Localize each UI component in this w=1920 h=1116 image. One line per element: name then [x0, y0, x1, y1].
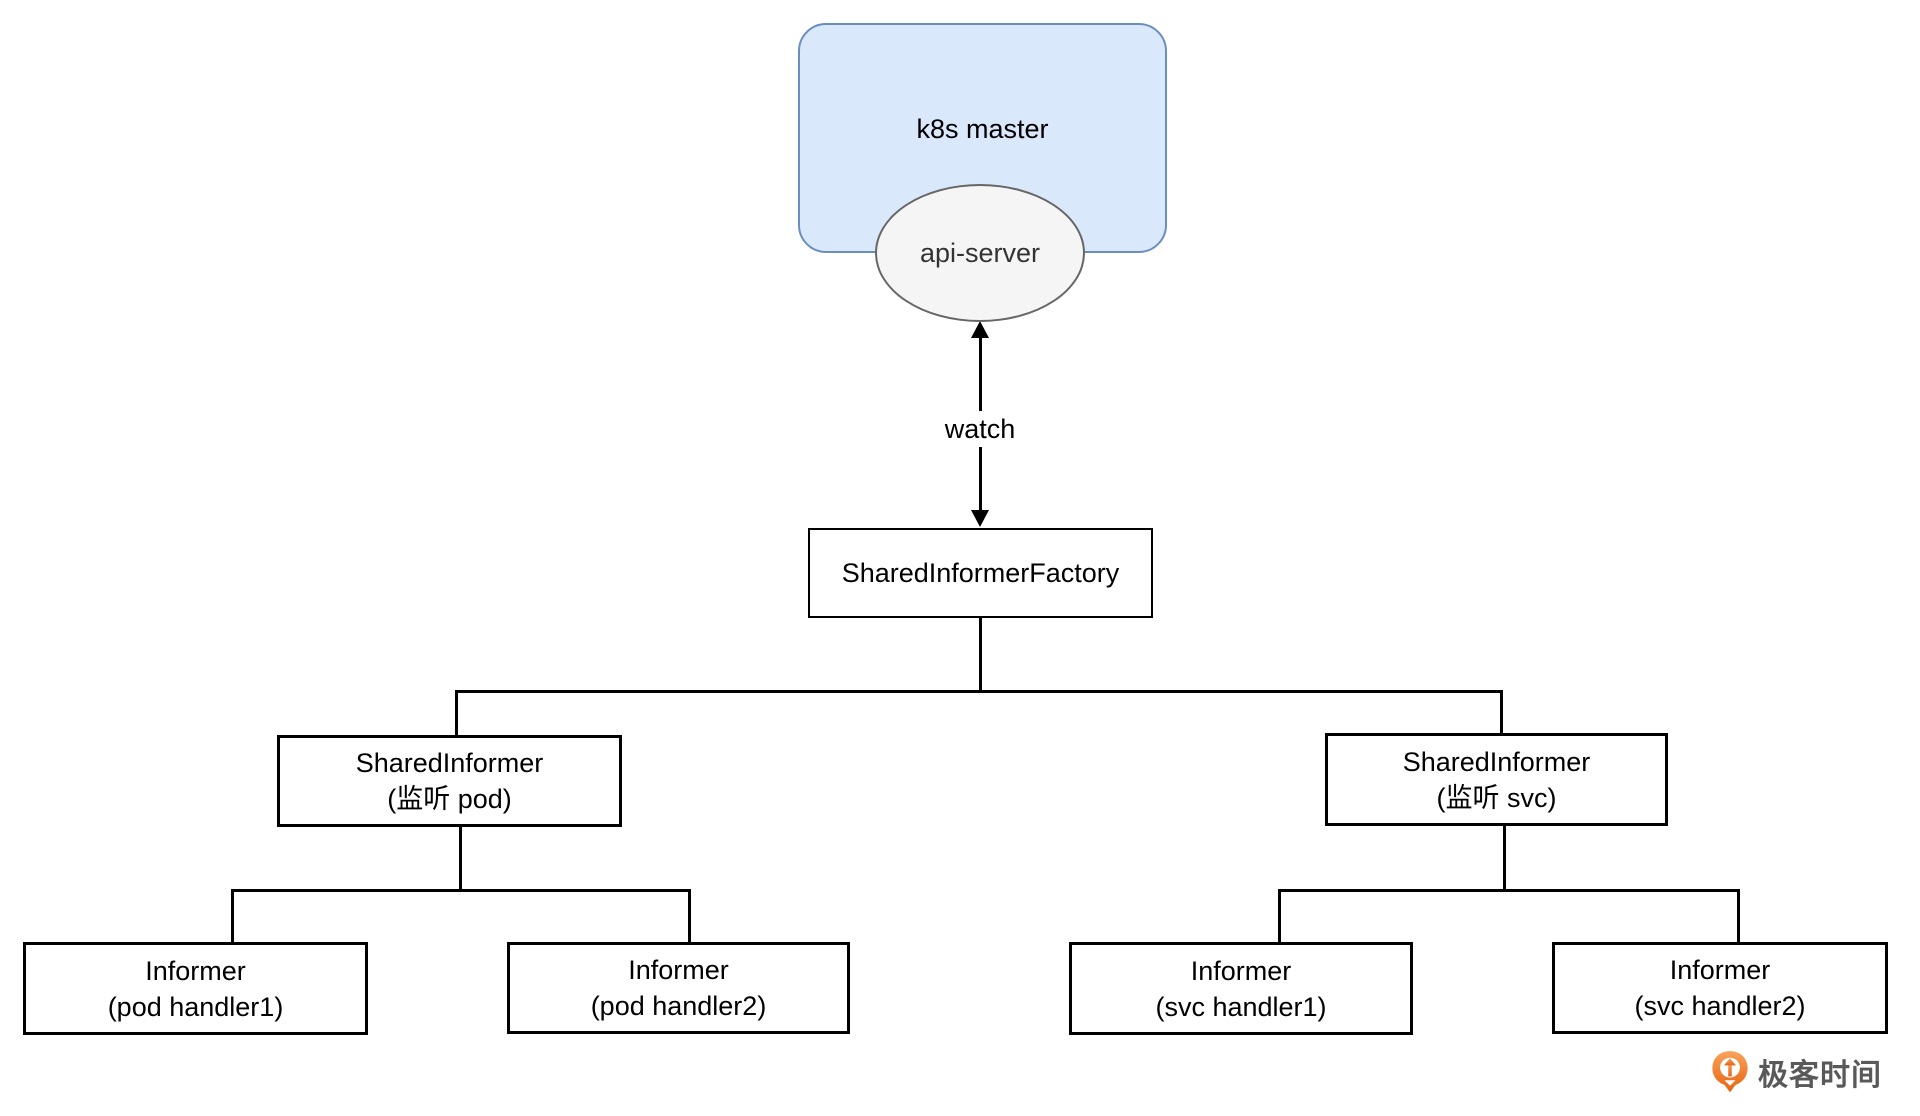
informer-pod1-line2: (pod handler1) [107, 991, 284, 1022]
connector-line [231, 889, 691, 892]
watch-edge-label: watch [935, 411, 1025, 447]
factory-label: SharedInformerFactory [841, 558, 1120, 588]
node-informer-pod-handler1: Informer (pod handler1) [23, 942, 368, 1035]
k8s-master-label: k8s master [916, 114, 1049, 144]
node-api-server: api-server [875, 184, 1085, 322]
connector-line [455, 690, 1503, 693]
node-shared-informer-pod: SharedInformer (监听 pod) [277, 735, 622, 827]
node-informer-svc-handler2: Informer (svc handler2) [1552, 942, 1888, 1034]
connector-line [455, 690, 458, 735]
informer-svc1-line2: (svc handler1) [1155, 991, 1327, 1022]
connector-line [979, 618, 982, 693]
connector-line [688, 889, 691, 942]
node-shared-informer-factory: SharedInformerFactory [808, 528, 1153, 618]
arrowhead-up-icon [971, 321, 989, 338]
node-shared-informer-svc: SharedInformer (监听 svc) [1325, 733, 1668, 826]
informer-svc2-line2: (svc handler2) [1634, 991, 1806, 1021]
geektime-logo: 极客时间 [1711, 1050, 1882, 1094]
shared-informer-pod-line2: (监听 pod) [387, 784, 512, 814]
node-informer-svc-handler1: Informer (svc handler1) [1069, 942, 1413, 1035]
geektime-pin-icon [1712, 1051, 1748, 1093]
shared-informer-pod-line1: SharedInformer [355, 748, 544, 778]
informer-svc2-line1: Informer [1669, 955, 1771, 985]
connector-line [1503, 826, 1506, 892]
geektime-logo-text: 极客时间 [1758, 1059, 1882, 1092]
informer-pod2-line2: (pod handler2) [590, 991, 767, 1021]
connector-line [231, 889, 234, 942]
connector-line [1278, 889, 1740, 892]
connector-line [1737, 889, 1740, 942]
connector-line [1500, 690, 1503, 733]
informer-pod2-line1: Informer [628, 955, 729, 985]
informer-pod1-line1: Informer [145, 955, 246, 986]
informer-svc1-line1: Informer [1190, 955, 1292, 986]
shared-informer-svc-line1: SharedInformer [1402, 746, 1591, 777]
api-server-label: api-server [919, 238, 1041, 268]
shared-informer-svc-line2: (监听 svc) [1436, 782, 1557, 813]
connector-line [459, 827, 462, 892]
node-informer-pod-handler2: Informer (pod handler2) [507, 942, 850, 1034]
connector-line [1278, 889, 1281, 942]
arrowhead-down-icon [971, 510, 989, 527]
